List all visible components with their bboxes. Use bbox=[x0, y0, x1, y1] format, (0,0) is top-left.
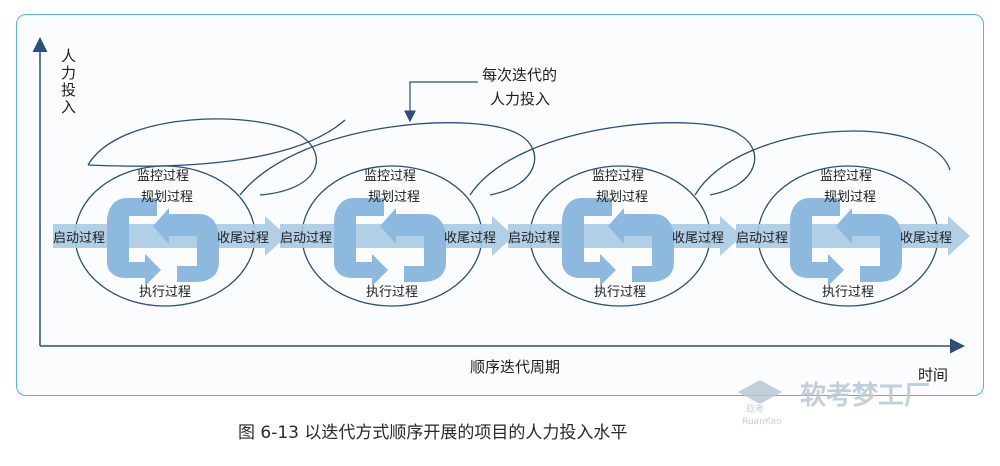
cycle-arrow-left bbox=[562, 198, 616, 286]
close-label: 收尾过程 bbox=[444, 231, 496, 246]
svg-text:RuanKao: RuanKao bbox=[742, 417, 782, 427]
cycle-arrow-left bbox=[790, 198, 844, 286]
start-label: 启动过程 bbox=[280, 231, 332, 246]
cycle-arrow-left bbox=[107, 198, 161, 286]
start-label: 启动过程 bbox=[508, 231, 560, 246]
x-axis-label: 时间 bbox=[918, 366, 948, 384]
monitor-label: 监控过程 bbox=[592, 169, 644, 184]
svg-text:软考梦工厂: 软考梦工厂 bbox=[800, 381, 930, 411]
execute-label: 执行过程 bbox=[139, 285, 191, 300]
watermark-logo: 软考 RuanKao 软考梦工厂 bbox=[738, 380, 930, 427]
plan-label: 规划过程 bbox=[141, 190, 193, 205]
close-label: 收尾过程 bbox=[672, 231, 724, 246]
monitor-label: 监控过程 bbox=[364, 169, 416, 184]
period-label: 顺序迭代周期 bbox=[470, 358, 560, 376]
execute-label: 执行过程 bbox=[594, 285, 646, 300]
cycle-arrow-left bbox=[334, 198, 388, 286]
y-axis-label: 人力投入 bbox=[59, 48, 77, 116]
cycle-arrow-right bbox=[836, 208, 902, 282]
monitor-label: 监控过程 bbox=[820, 169, 872, 184]
plan-label: 规划过程 bbox=[824, 190, 876, 205]
close-label: 收尾过程 bbox=[900, 231, 952, 246]
close-label: 收尾过程 bbox=[217, 231, 269, 246]
cycle-arrow-right bbox=[153, 208, 219, 282]
svg-text:软考: 软考 bbox=[746, 403, 764, 415]
annotation-line2: 人力投入 bbox=[490, 90, 550, 108]
annotation-line1: 每次迭代的 bbox=[482, 66, 557, 84]
plan-label: 规划过程 bbox=[368, 190, 420, 205]
execute-label: 执行过程 bbox=[822, 285, 874, 300]
monitor-label: 监控过程 bbox=[137, 169, 189, 184]
cycle-arrow-right bbox=[380, 208, 446, 282]
plan-label: 规划过程 bbox=[596, 190, 648, 205]
annotation-pointer bbox=[404, 81, 478, 123]
cycle-arrow-right bbox=[608, 208, 674, 282]
execute-label: 执行过程 bbox=[366, 285, 418, 300]
effort-waves bbox=[87, 118, 951, 196]
start-label: 启动过程 bbox=[53, 231, 105, 246]
start-label: 启动过程 bbox=[736, 231, 788, 246]
figure-caption: 图 6-13 以迭代方式顺序开展的项目的人力投入水平 bbox=[238, 423, 627, 443]
